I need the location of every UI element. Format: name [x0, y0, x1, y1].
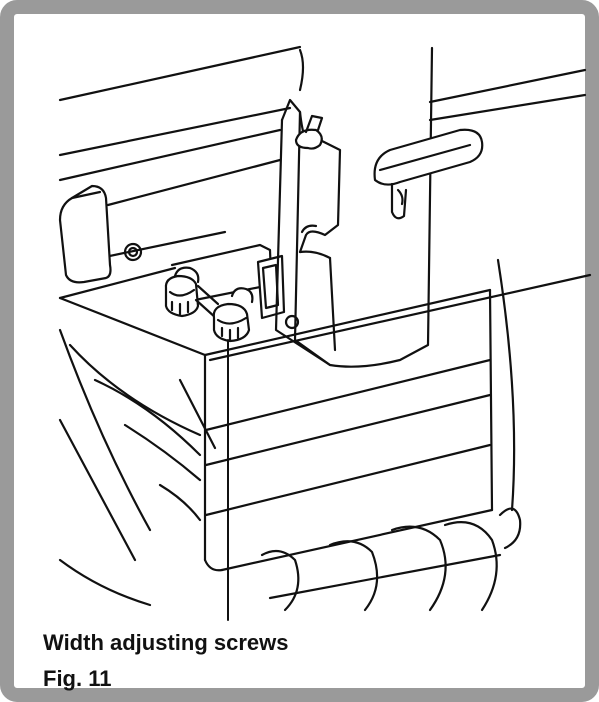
- tension-lever-icon: [274, 46, 484, 368]
- figure-number: Fig. 11: [43, 666, 112, 691]
- width-adjusting-screw-icon: [164, 266, 254, 343]
- base-block: [58, 258, 592, 607]
- bottom-rollers: [260, 507, 522, 612]
- knob-handle-icon: [58, 184, 143, 284]
- callout-label: Width adjusting screws: [43, 630, 289, 655]
- back-housing: [58, 45, 587, 260]
